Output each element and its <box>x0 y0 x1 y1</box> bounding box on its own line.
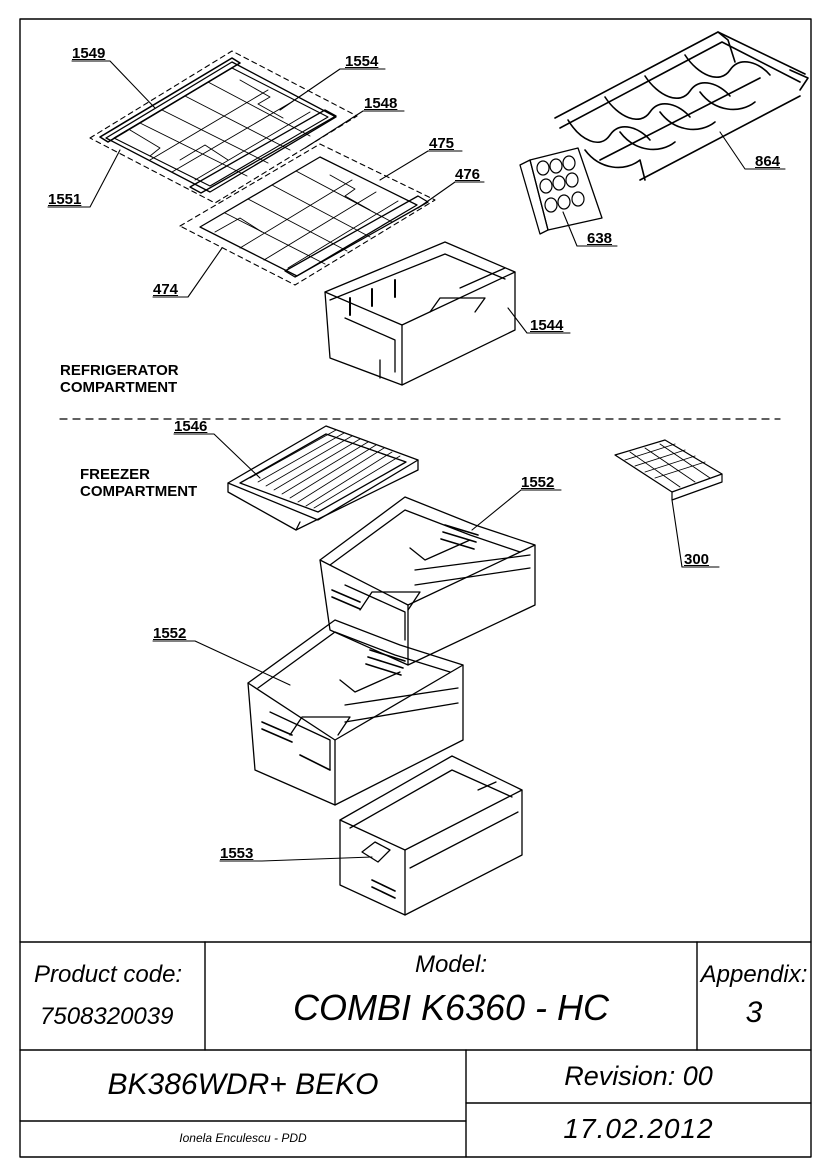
freezer-drawer-1552-upper <box>319 496 536 666</box>
crisper-drawer-1544 <box>324 241 516 386</box>
callout-1544: 1544 <box>530 317 564 334</box>
model-label: Model: <box>414 951 488 978</box>
appendix-label: Appendix: <box>700 961 808 988</box>
egg-tray-638 <box>519 147 603 235</box>
shelf-475-assembly <box>179 143 436 286</box>
callout-474: 474 <box>153 281 179 298</box>
callout-1549: 1549 <box>72 45 106 62</box>
freezer-shelf-1546 <box>227 425 419 531</box>
product-code-value: 7508320039 <box>40 1003 174 1030</box>
callout-1552-lower: 1552 <box>153 625 187 642</box>
callout-1546: 1546 <box>174 418 208 435</box>
freezer-drawer-1552-lower <box>247 619 464 806</box>
wine-rack-864 <box>554 31 809 181</box>
model-value: COMBI K6360 - HC <box>292 987 610 1028</box>
callout-1554: 1554 <box>345 53 379 70</box>
callout-1552-upper: 1552 <box>521 474 555 491</box>
callout-1548: 1548 <box>364 95 398 112</box>
freezer-compartment-label: FREEZER COMPARTMENT <box>80 466 198 500</box>
callout-300: 300 <box>684 551 710 568</box>
refrigerator-compartment-label: REFRIGERATOR COMPARTMENT <box>60 362 179 396</box>
revision: Revision: 00 <box>564 1061 713 1091</box>
author: Ionela Enculescu - PDD <box>179 1131 307 1145</box>
callout-638: 638 <box>587 230 613 247</box>
appendix-value: 3 <box>745 996 763 1029</box>
brand-model: BK386WDR+ BEKO <box>107 1068 379 1101</box>
callout-864: 864 <box>755 153 781 170</box>
callout-476: 476 <box>455 166 481 183</box>
callout-1551: 1551 <box>48 191 82 208</box>
product-code-label: Product code: <box>34 961 183 988</box>
ice-tray-300 <box>614 439 723 501</box>
drawing-frame <box>19 18 812 1158</box>
leader-lines <box>47 60 786 862</box>
shelf-1554-assembly <box>89 50 358 204</box>
callout-1553: 1553 <box>220 845 254 862</box>
revision-date: 17.02.2012 <box>563 1113 714 1144</box>
callout-475: 475 <box>429 135 455 152</box>
freezer-drawer-1553 <box>339 755 523 916</box>
